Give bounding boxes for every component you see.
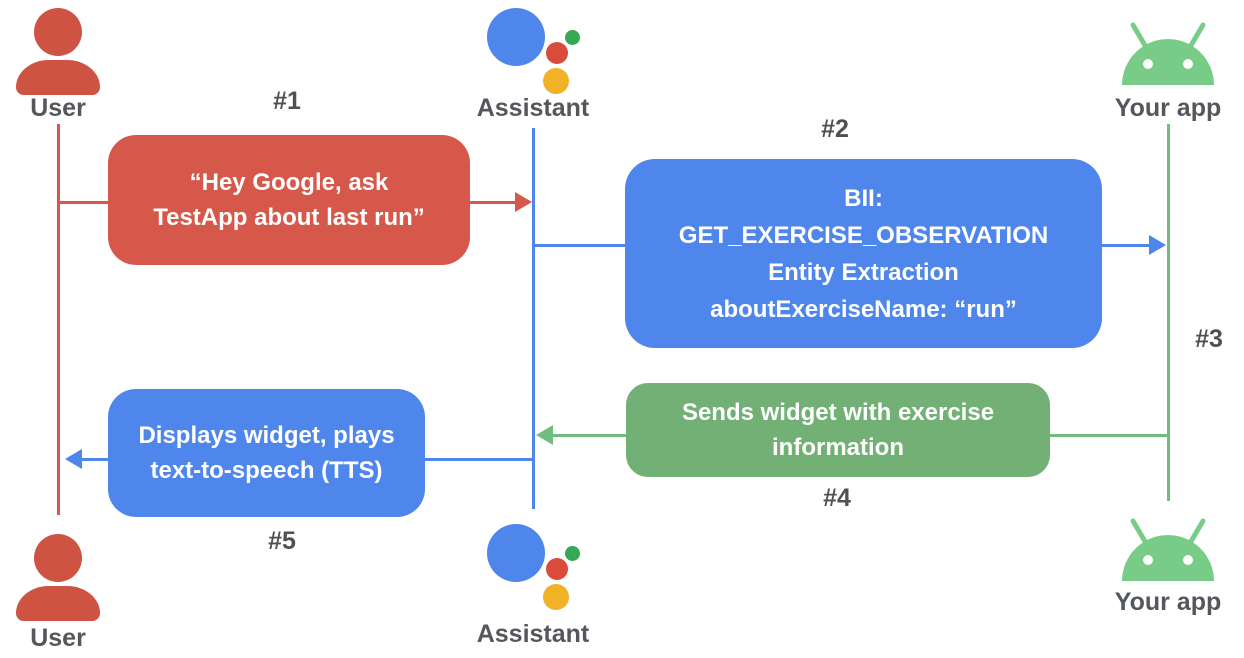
message1-line-right bbox=[468, 201, 516, 204]
message2-line-right bbox=[1100, 244, 1150, 247]
message-line: Sends widget with exercise bbox=[681, 399, 995, 426]
assistant-lifeline bbox=[532, 128, 535, 509]
user-body-icon bbox=[16, 586, 100, 621]
assistant-green-dot-icon bbox=[565, 30, 580, 45]
message-line: “Hey Google, ask bbox=[189, 169, 389, 196]
actor-label-app-bottom: Your app bbox=[1114, 588, 1222, 616]
step-label-3: #3 bbox=[1195, 325, 1223, 353]
message-box-user-query: “Hey Google, ask TestApp about last run” bbox=[108, 135, 470, 265]
step-label-5: #5 bbox=[268, 527, 296, 555]
message-box-widget: Sends widget with exercise information bbox=[626, 383, 1050, 477]
message4-line-left bbox=[552, 434, 628, 437]
user-head-icon bbox=[34, 8, 82, 56]
actor-label-user-top: User bbox=[30, 94, 86, 122]
assistant-green-dot-icon bbox=[565, 546, 580, 561]
assistant-red-dot-icon bbox=[546, 42, 568, 64]
step-label-2: #2 bbox=[821, 115, 849, 143]
message-line: information bbox=[772, 434, 904, 461]
user-lifeline bbox=[57, 124, 60, 515]
actor-label-app-top: Your app bbox=[1114, 94, 1222, 122]
step-label-4: #4 bbox=[823, 484, 851, 512]
actor-label-assistant-bottom: Assistant bbox=[476, 620, 590, 648]
message4-arrowhead-icon bbox=[536, 425, 553, 445]
message1-arrowhead-icon bbox=[515, 192, 532, 212]
message-box-bii: BII: GET_EXERCISE_OBSERVATION Entity Ext… bbox=[625, 159, 1102, 348]
message4-line-right bbox=[1048, 434, 1168, 437]
message-line: Entity Extraction bbox=[768, 258, 959, 286]
assistant-red-dot-icon bbox=[546, 558, 568, 580]
message-line: Displays widget, plays bbox=[138, 422, 395, 449]
app-lifeline bbox=[1167, 124, 1170, 501]
android-icon bbox=[1122, 518, 1214, 581]
actor-label-assistant-top: Assistant bbox=[476, 94, 590, 122]
message5-line-right bbox=[423, 458, 534, 461]
android-icon bbox=[1122, 22, 1214, 85]
user-body-icon bbox=[16, 60, 100, 95]
message-line: text-to-speech (TTS) bbox=[150, 457, 383, 484]
message-line: TestApp about last run” bbox=[153, 204, 425, 231]
user-head-icon bbox=[34, 534, 82, 582]
assistant-blue-dot-icon bbox=[487, 8, 545, 66]
assistant-yellow-dot-icon bbox=[543, 68, 569, 94]
message5-line-left bbox=[81, 458, 110, 461]
assistant-yellow-dot-icon bbox=[543, 584, 569, 610]
step-label-1: #1 bbox=[273, 87, 301, 115]
actor-label-user-bottom: User bbox=[30, 624, 86, 652]
assistant-blue-dot-icon bbox=[487, 524, 545, 582]
message2-line-left bbox=[534, 244, 626, 247]
message-line: aboutExerciseName: “run” bbox=[710, 295, 1017, 323]
message2-arrowhead-icon bbox=[1149, 235, 1166, 255]
message-line: BII: bbox=[844, 184, 883, 212]
message-box-display: Displays widget, plays text-to-speech (T… bbox=[108, 389, 425, 517]
message1-line-left bbox=[58, 201, 110, 204]
message-line: GET_EXERCISE_OBSERVATION bbox=[678, 221, 1049, 249]
message5-arrowhead-icon bbox=[65, 449, 82, 469]
